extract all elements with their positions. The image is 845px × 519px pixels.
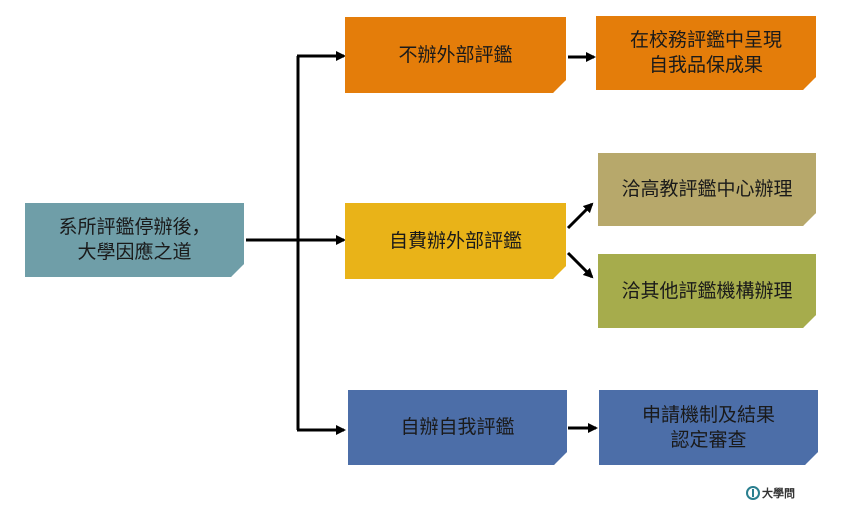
arrow-to-other-agency xyxy=(566,251,594,279)
logo-text: 大學問 xyxy=(762,487,795,500)
no-external-evaluation-label: 不辦外部評鑑 xyxy=(398,43,513,66)
self-evaluation-review-label: 申請機制及結果 認定審查 xyxy=(641,403,775,451)
institutional-evaluation-label: 在校務評鑑中呈現 自我品保成果 xyxy=(629,29,782,76)
self-paid-external-evaluation-node: 自費辦外部評鑑 xyxy=(345,203,566,279)
institutional-evaluation-node: 在校務評鑑中呈現 自我品保成果 xyxy=(596,16,816,90)
root-node-label: 系所評鑑停辦後， 大學因應之道 xyxy=(58,216,211,263)
self-evaluation-node: 自辦自我評鑑 xyxy=(348,390,567,465)
self-evaluation-review-node: 申請機制及結果 認定審查 xyxy=(599,390,818,465)
heeact-label: 洽高教評鑑中心辦理 xyxy=(621,178,793,200)
other-agency-label: 洽其他評鑑機構辦理 xyxy=(621,279,793,302)
self-paid-external-evaluation-label: 自費辦外部評鑑 xyxy=(388,229,522,252)
heeact-node: 洽高教評鑑中心辦理 xyxy=(598,153,816,226)
no-external-evaluation-node: 不辦外部評鑑 xyxy=(345,17,566,93)
root-node: 系所評鑑停辦後， 大學因應之道 xyxy=(25,203,244,277)
self-evaluation-label: 自辦自我評鑑 xyxy=(400,416,515,438)
logo-icon xyxy=(746,486,760,500)
other-agency-node: 洽其他評鑑機構辦理 xyxy=(598,254,816,328)
arrow-to-heeact xyxy=(566,202,594,230)
watermark-logo: 大學問 xyxy=(746,485,795,501)
